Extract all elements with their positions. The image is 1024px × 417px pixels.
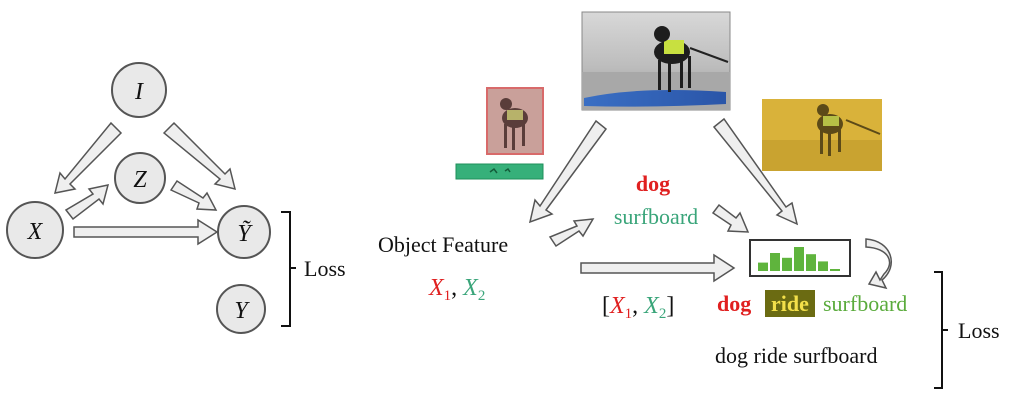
arrow-x-to-z <box>64 184 110 221</box>
node-y-label: Y <box>234 298 250 324</box>
histogram-bar <box>830 269 840 271</box>
histogram-bar <box>794 247 804 271</box>
concat-x2: X <box>643 293 660 319</box>
pred-subject: dog <box>717 291 751 316</box>
loss-brace-right <box>934 271 948 389</box>
node-z-label: Z <box>133 167 147 193</box>
curved-arrow <box>865 238 892 290</box>
loss-brace-left <box>281 211 296 327</box>
arrow-photo-to-feature <box>528 119 608 224</box>
causal-graph: I Z X Ỹ Y Loss <box>6 62 346 334</box>
vars-comma: , <box>451 275 463 301</box>
arrow-feature-to-words <box>548 218 595 248</box>
detected-word-surfboard: surfboard <box>614 204 698 229</box>
concat-x1: X <box>609 293 626 319</box>
main-photo <box>581 11 731 111</box>
histogram-bar <box>782 257 792 271</box>
x2-subscript: 2 <box>478 288 486 304</box>
node-x-label: X <box>27 219 44 245</box>
arrow-i-to-ytilde <box>162 121 237 191</box>
crop-yellow-image <box>762 99 882 171</box>
concat-vars: [X1, X2] <box>602 293 674 322</box>
loss-label-right: Loss <box>958 318 1000 343</box>
pred-object: surfboard <box>823 291 907 316</box>
concat-x1-sub: 1 <box>625 306 633 322</box>
histogram-bar <box>758 262 768 271</box>
histogram-bar <box>818 261 828 271</box>
crop-surfboard-image <box>455 163 544 180</box>
histogram-bar <box>806 254 816 271</box>
arrow-concat-to-classifier <box>580 253 736 283</box>
histogram-bar <box>770 253 780 271</box>
pipeline: Object Feature X1, X2 dog surfboard [X1,… <box>378 11 1000 389</box>
feature-vars: X1, X2 <box>428 275 485 304</box>
x1-symbol: X <box>428 275 445 301</box>
arrow-photo-to-classifier <box>712 117 799 226</box>
ground-truth: dog ride surfboard <box>715 343 878 368</box>
x2-symbol: X <box>462 275 479 301</box>
node-y <box>216 284 266 334</box>
node-x <box>6 201 64 259</box>
pred-relation-highlight <box>765 290 815 317</box>
node-ytilde <box>217 205 271 259</box>
crop-dog-image <box>486 87 544 155</box>
concat-x2-sub: 2 <box>659 306 667 322</box>
bracket-close: ] <box>666 293 674 319</box>
arrow-words-to-classifier <box>711 203 750 233</box>
node-ytilde-label: Ỹ <box>237 221 253 247</box>
concat-comma: , <box>632 293 644 319</box>
arrow-z-to-ytilde <box>169 179 218 211</box>
bracket-open: [ <box>602 293 610 319</box>
arrow-i-to-x <box>53 121 123 194</box>
pred-relation: ride <box>771 291 809 316</box>
loss-label-left: Loss <box>304 256 346 281</box>
node-i <box>111 62 167 118</box>
arrow-x-to-ytilde <box>73 218 219 246</box>
node-i-label: I <box>134 79 144 105</box>
x1-subscript: 1 <box>444 288 452 304</box>
object-feature-label: Object Feature <box>378 232 508 257</box>
node-z <box>114 152 166 204</box>
detected-word-dog: dog <box>636 171 670 196</box>
histogram-bars <box>758 247 840 271</box>
